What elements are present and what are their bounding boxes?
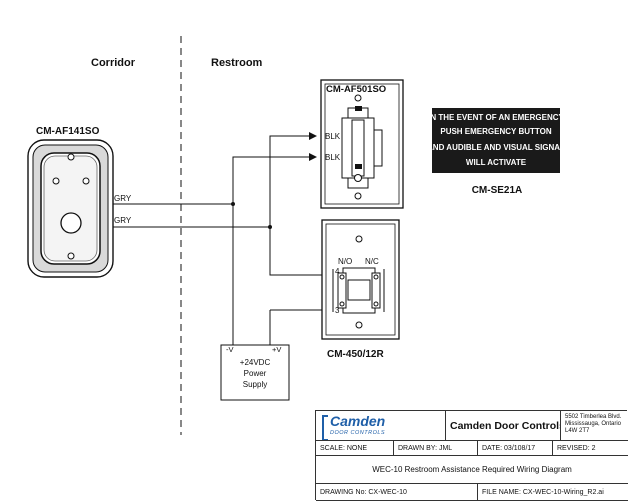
wiring [113,132,337,345]
file-name: FILE NAME: CX-WEC-10-Wiring_R2.ai [478,484,628,501]
power-supply-pos: +V [272,345,281,354]
wire-label-gry-1: GRY [114,194,132,203]
power-supply-voltage: +24VDC [240,358,271,367]
power-supply-line2: Power [244,369,267,378]
scale-field: SCALE: NONE [316,441,394,456]
sign-line-1: IN THE EVENT OF AN EMERGENCY [428,113,564,122]
drawing-title: WEC-10 Restroom Assistance Required Wiri… [316,456,628,484]
relay-terminal-4: 4 [335,267,340,276]
area-label-corridor: Corridor [91,57,136,69]
drawing-number: DRAWING No: CX-WEC-10 [316,484,478,501]
title-block: Camden DOOR CONTROLS Camden Door Control… [315,410,628,501]
push-button-label: CM-AF141SO [36,126,100,137]
address-line-1: 5502 Timberlea Blvd. [565,414,622,420]
wire-label-gry-2: GRY [114,216,132,225]
company-name: Camden Door Controls [446,411,561,441]
power-supply [220,344,290,401]
switch-label: CM-AF501SO [326,84,386,95]
switch-device [320,79,404,209]
sign-label: CM-SE21A [472,185,523,196]
address-line-3: L4W 2T7 [565,428,590,434]
logo-subtitle: DOOR CONTROLS [330,430,386,436]
date-field: DATE: 03/108/17 [478,441,553,456]
area-label-restroom: Restroom [211,57,263,69]
sign-line-4: WILL ACTIVATE [466,158,527,167]
sign-line-3: AND AUDIBLE AND VISUAL SIGNAL [427,143,565,152]
sign-line-2: PUSH EMERGENCY BUTTON [440,127,551,136]
switch-terminal-blk-2: BLK [325,153,341,162]
address-line-2: Mississauga, Ontario [565,421,622,427]
emergency-sign [432,108,560,173]
relay-device [321,219,400,340]
push-button-device [27,139,114,278]
power-supply-neg: -V [226,345,234,354]
logo-name: Camden [330,413,386,429]
wire-junction [231,202,235,206]
relay-contact-nc: N/C [365,257,379,266]
switch-terminal-blk-1: BLK [325,132,341,141]
relay-label: CM-450/12R [327,349,384,360]
company-address: 5502 Timberlea Blvd. Mississauga, Ontari… [561,411,628,441]
relay-contact-no: N/O [338,257,352,266]
logo-cell: Camden DOOR CONTROLS [316,411,446,441]
logo-bracket-icon [322,415,328,440]
power-supply-line3: Supply [243,380,267,389]
wire-junction [268,225,272,229]
drawn-by-field: DRAWN BY: JML [394,441,478,456]
relay-terminal-3: 3 [335,306,340,315]
revised-field: REVISED: 2 [553,441,628,456]
